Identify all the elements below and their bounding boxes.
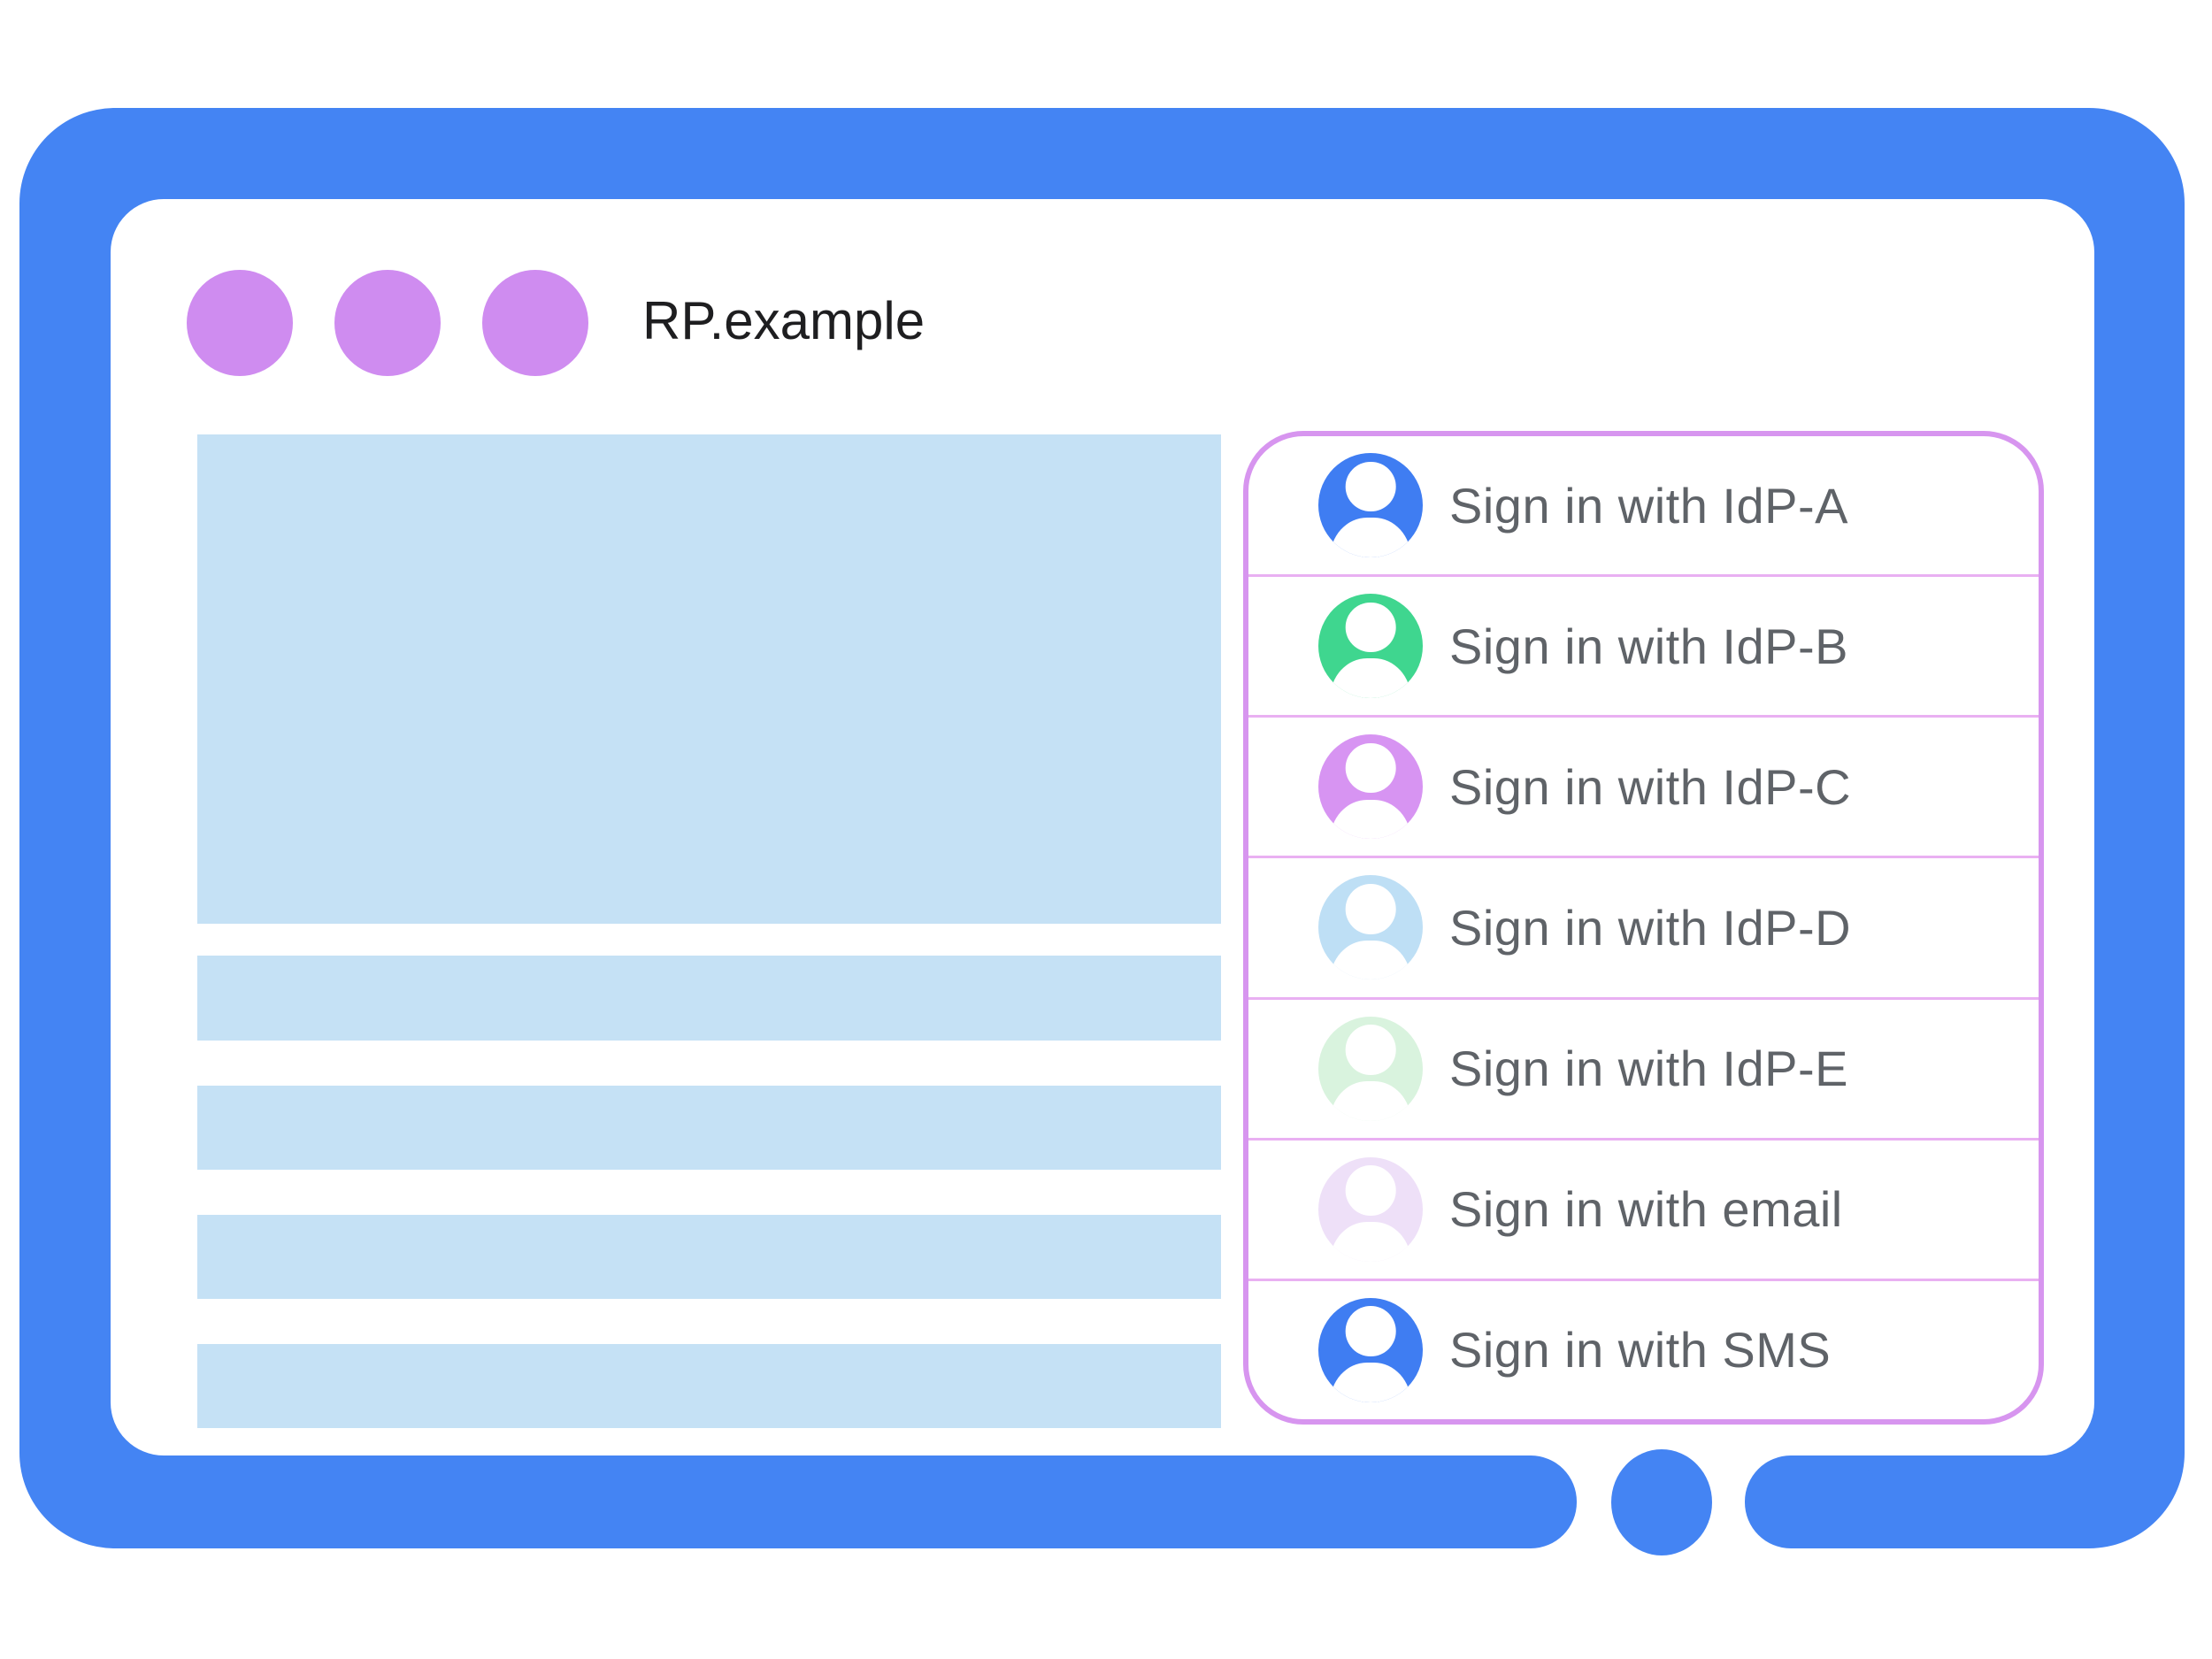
signin-option-idp-c[interactable]: Sign in with IdP-C [1248,718,2039,859]
avatar-head [1345,1306,1396,1356]
window-control-dot [482,270,588,376]
user-avatar-icon [1318,1156,1423,1262]
avatar-head [1345,461,1396,512]
user-avatar-icon [1318,734,1423,840]
user-avatar-icon [1318,453,1423,558]
user-avatar-icon [1318,1016,1423,1121]
user-avatar-icon [1318,1297,1423,1402]
content-placeholder-bar [197,956,1221,1041]
signin-option-idp-d[interactable]: Sign in with IdP-D [1248,858,2039,1000]
user-avatar-icon [1318,594,1423,699]
window-control-dot [187,270,293,376]
avatar-torso [1329,518,1412,558]
avatar-torso [1329,1221,1412,1262]
frame-notch-left-cap [1440,1455,1577,1548]
signin-option-email[interactable]: Sign in with email [1248,1141,2039,1281]
signin-option-label: Sign in with IdP-C [1449,758,1852,815]
site-title: RP.example [642,291,926,350]
signin-option-idp-e[interactable]: Sign in with IdP-E [1248,1000,2039,1141]
signin-option-idp-a[interactable]: Sign in with IdP-A [1248,436,2039,578]
frame-notch-right-cap [1745,1455,1881,1548]
signin-option-label: Sign in with IdP-B [1449,618,1848,674]
signin-option-idp-b[interactable]: Sign in with IdP-B [1248,577,2039,718]
avatar-torso [1329,799,1412,840]
avatar-head [1345,883,1396,934]
signin-option-label: Sign in with SMS [1449,1322,1832,1379]
avatar-torso [1329,1363,1412,1402]
avatar-head [1345,1025,1396,1075]
signin-option-label: Sign in with IdP-E [1449,1041,1848,1097]
signin-chooser-panel: Sign in with IdP-A Sign in with IdP-B Si… [1243,431,2044,1425]
content-placeholder-bar [197,1215,1221,1299]
signin-option-label: Sign in with IdP-A [1449,477,1848,534]
signin-option-sms[interactable]: Sign in with SMS [1248,1281,2039,1419]
window-control-dot [334,270,441,376]
content-placeholder-bar [197,1086,1221,1170]
avatar-head [1345,1165,1396,1216]
signin-option-label: Sign in with email [1449,1181,1843,1238]
content-placeholder-hero [197,434,1221,924]
avatar-torso [1329,940,1412,980]
frame-notch-button [1611,1449,1712,1555]
avatar-head [1345,742,1396,794]
avatar-head [1345,602,1396,653]
user-avatar-icon [1318,875,1423,980]
avatar-torso [1329,658,1412,699]
content-placeholder-bar [197,1344,1221,1428]
avatar-torso [1329,1080,1412,1121]
signin-option-label: Sign in with IdP-D [1449,899,1852,956]
